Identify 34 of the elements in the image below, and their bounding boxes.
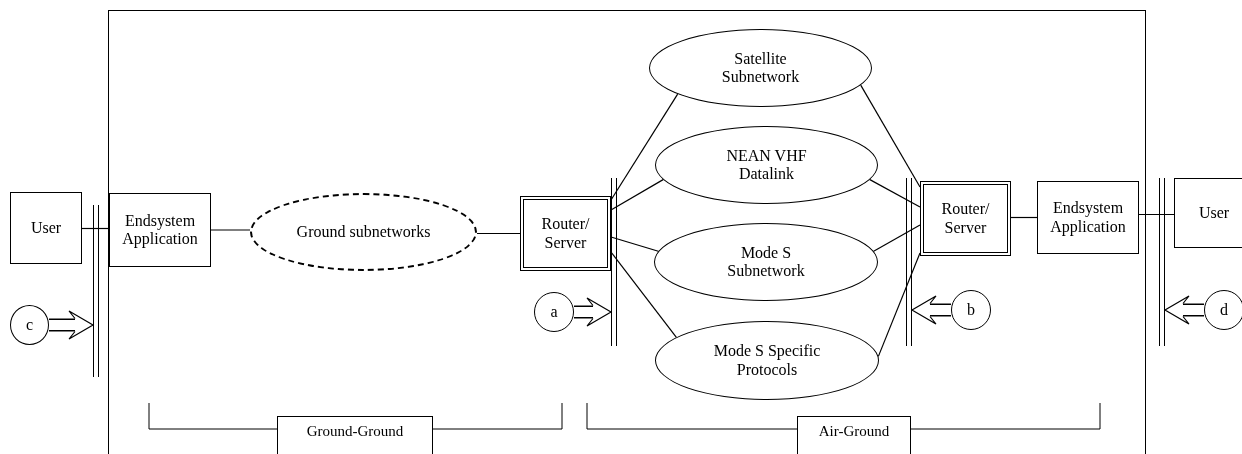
interface-bar (611, 178, 617, 346)
subnetwork-ellipse: Mode S Subnetwork (654, 223, 878, 301)
interface-bar (906, 178, 912, 346)
connector-line (610, 236, 659, 252)
connector-line (610, 251, 677, 338)
application-box: Endsystem Application (1037, 181, 1139, 254)
connector-line (873, 224, 921, 252)
scope-label: Ground-Ground (277, 416, 433, 454)
application-box: Endsystem Application (109, 193, 211, 267)
interface-bar (93, 205, 99, 377)
subnetwork-ellipse: NEAN VHF Datalink (655, 126, 878, 204)
subnetwork-ellipse: Ground subnetworks (250, 193, 477, 271)
connector-line (210, 229, 251, 231)
connector-line (610, 93, 679, 201)
connector-line (476, 232, 521, 235)
user-box: User (1174, 178, 1242, 248)
router-box: Router/ Server (920, 181, 1011, 256)
scope-label: Air-Ground (797, 416, 911, 454)
connector-line (610, 179, 664, 211)
subnetwork-ellipse: Mode S Specific Protocols (655, 321, 879, 400)
interface-bar (1159, 178, 1165, 346)
connector-line (860, 84, 921, 188)
connector-line (1010, 216, 1038, 219)
connector-line (877, 252, 921, 357)
connector-line (81, 227, 110, 230)
connector-line (869, 179, 921, 208)
connector-line (1138, 213, 1175, 216)
interface-circle: d (1204, 290, 1242, 330)
interface-circle: a (534, 292, 574, 332)
user-box: User (10, 192, 82, 264)
router-box: Router/ Server (520, 196, 611, 271)
interface-circle: b (951, 290, 991, 330)
subnetwork-ellipse: Satellite Subnetwork (649, 29, 872, 107)
interface-circle: c (10, 305, 49, 345)
